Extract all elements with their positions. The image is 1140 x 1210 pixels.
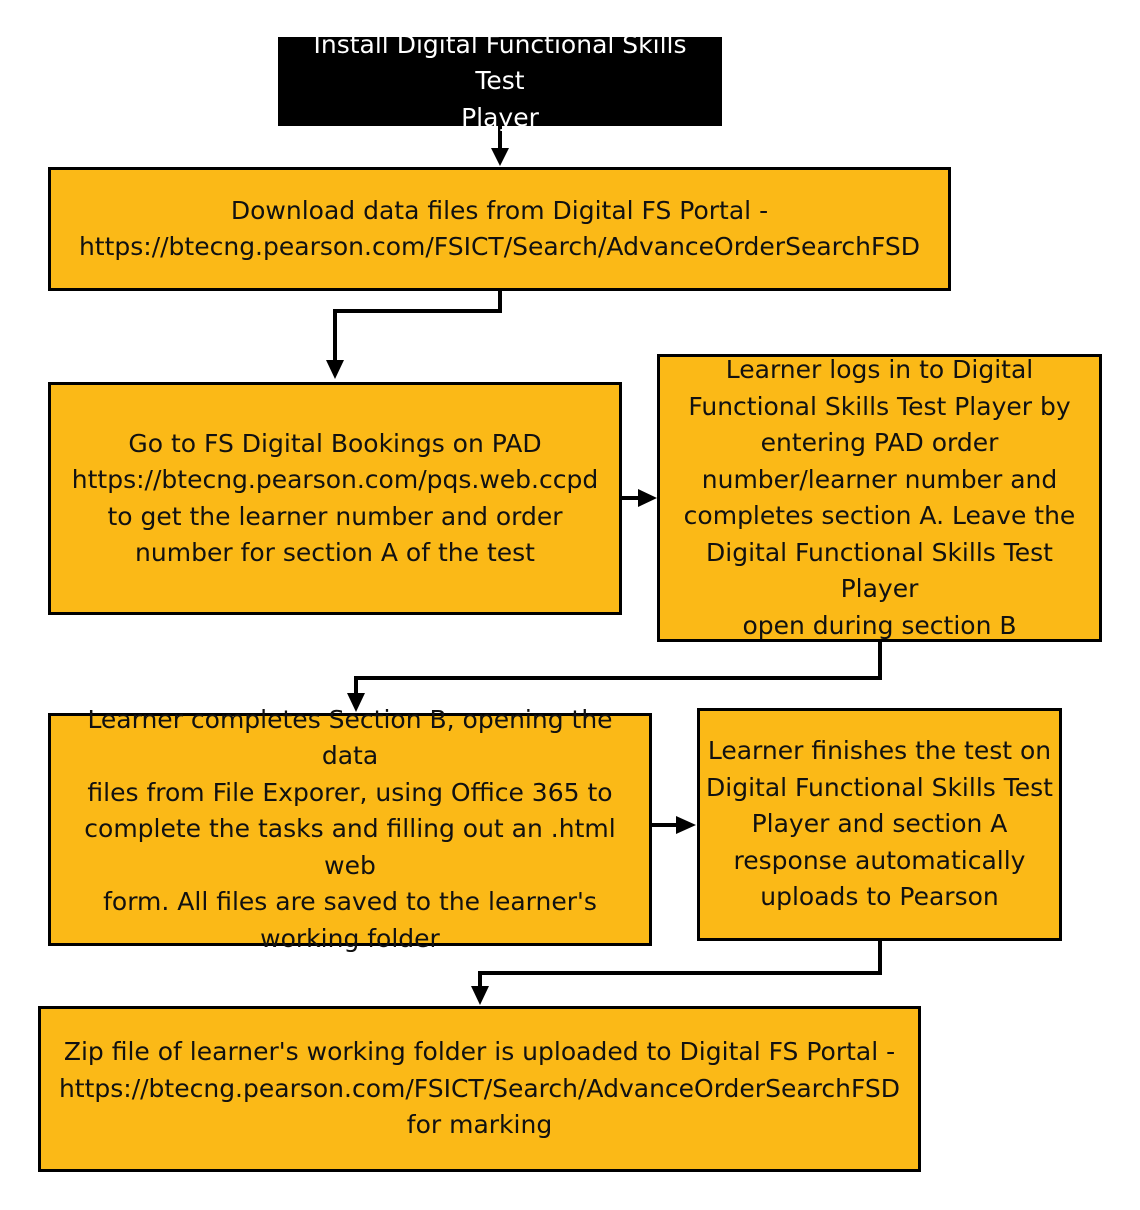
download-data-files-text: Download data files from Digital FS Port… xyxy=(78,195,921,262)
download-data-files-step: Download data files from Digital FS Port… xyxy=(48,167,951,291)
install-test-player-step: Install Digital Functional Skills Test P… xyxy=(278,30,722,132)
arrow-finish-to-upload xyxy=(478,940,882,988)
learner-login-step: Learner logs in to Digital Functional Sk… xyxy=(657,354,1102,642)
arrowhead-login-to-section-b xyxy=(347,693,365,712)
arrowhead-section-b-to-finish xyxy=(676,816,696,834)
install-test-player-text: Install Digital Functional Skills Test P… xyxy=(313,29,687,132)
upload-zip-step: Zip file of learner's working folder is … xyxy=(38,1006,921,1172)
section-b-text: Learner completes Section B, opening the… xyxy=(84,704,616,953)
upload-zip-text: Zip file of learner's working folder is … xyxy=(58,1037,901,1140)
arrowhead-bookings-to-login xyxy=(638,489,657,507)
fs-digital-bookings-step: Go to FS Digital Bookings on PAD https:/… xyxy=(48,382,622,615)
arrow-download-to-bookings xyxy=(333,290,502,362)
arrowhead-finish-to-upload xyxy=(471,986,489,1005)
finish-test-step: Learner finishes the test on Digital Fun… xyxy=(697,708,1062,941)
fs-digital-bookings-text: Go to FS Digital Bookings on PAD https:/… xyxy=(71,428,599,568)
section-b-step: Learner completes Section B, opening the… xyxy=(48,705,652,953)
arrowhead-download-to-bookings xyxy=(326,360,344,379)
arrow-login-to-section-b xyxy=(354,641,882,695)
finish-test-text: Learner finishes the test on Digital Fun… xyxy=(706,736,1053,912)
arrowhead-install-to-download xyxy=(491,148,509,166)
learner-login-text: Learner logs in to Digital Functional Sk… xyxy=(683,355,1076,640)
